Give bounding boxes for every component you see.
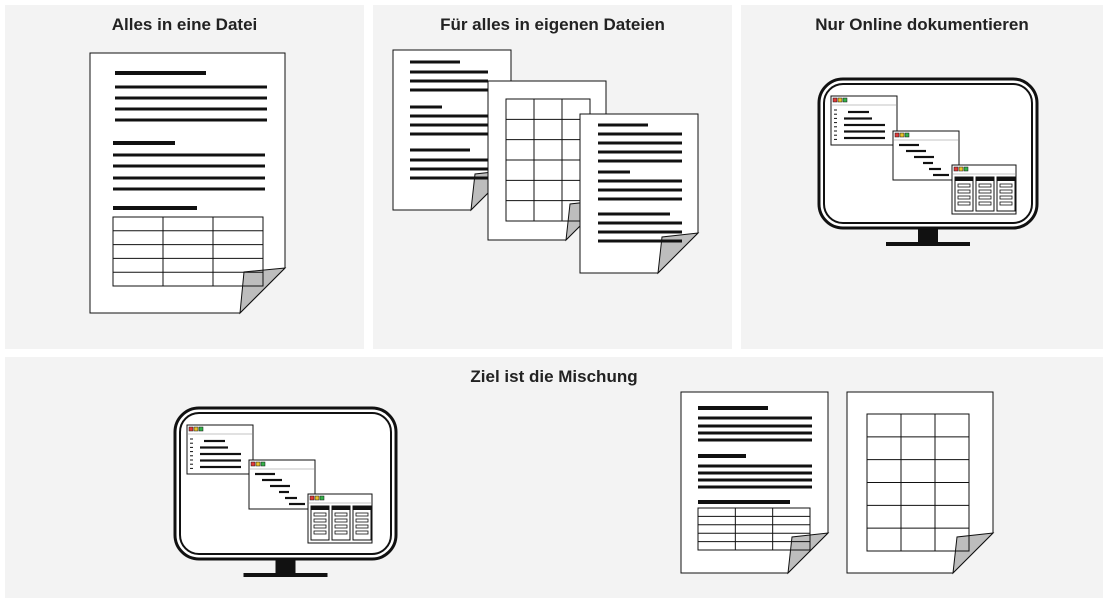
- document-icon: [579, 113, 700, 275]
- panel-title: Ziel ist die Mischung: [470, 367, 638, 386]
- online-documentation-illustration: [817, 77, 1039, 246]
- panel-title: Alles in eine Datei: [111, 15, 258, 34]
- document-icon: [89, 52, 287, 315]
- panel-online-only: Nur Online dokumentieren: [741, 5, 1103, 349]
- window-icon: [892, 130, 960, 181]
- window-icon: [248, 459, 316, 510]
- window-icon: [830, 95, 898, 146]
- window-icon: [307, 493, 373, 544]
- window-icon: [951, 164, 1017, 215]
- panel-title: Für alles in eigenen Dateien: [440, 15, 665, 34]
- document-icon: [680, 391, 830, 575]
- panel-title: Nur Online dokumentieren: [815, 15, 1029, 34]
- online-documentation-illustration: [173, 406, 398, 577]
- table-document-icon: [846, 391, 995, 575]
- window-icon: [186, 424, 254, 475]
